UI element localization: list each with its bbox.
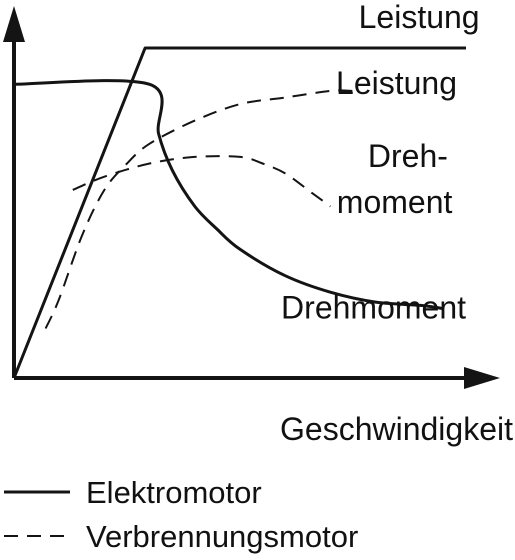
annotation-leistung-verbrennung: Leistung <box>336 65 457 101</box>
x-axis-label: Geschwindigkeit <box>280 411 513 447</box>
series-elektromotor-drehmoment <box>13 79 444 311</box>
series-layer <box>12 46 466 379</box>
series-verbrennungsmotor-drehmoment <box>72 155 331 208</box>
annotation-leistung-elektro: Leistung <box>359 0 480 35</box>
series-elektromotor-leistung <box>12 46 466 379</box>
annotation-dreh-verbrennung-2: moment <box>337 184 453 220</box>
series-verbrennungsmotor-leistung <box>44 89 354 329</box>
annotation-drehmoment-elektro: Drehmoment <box>281 290 466 326</box>
y-axis-arrowhead <box>3 6 25 42</box>
annotation-dreh-verbrennung-1: Dreh- <box>368 138 448 174</box>
legend: Elektromotor Verbrennungsmotor <box>4 475 358 554</box>
axes <box>3 6 500 389</box>
x-axis-arrowhead <box>464 367 500 389</box>
legend-label-elektromotor: Elektromotor <box>86 475 262 510</box>
legend-label-verbrennungsmotor: Verbrennungsmotor <box>86 519 358 554</box>
